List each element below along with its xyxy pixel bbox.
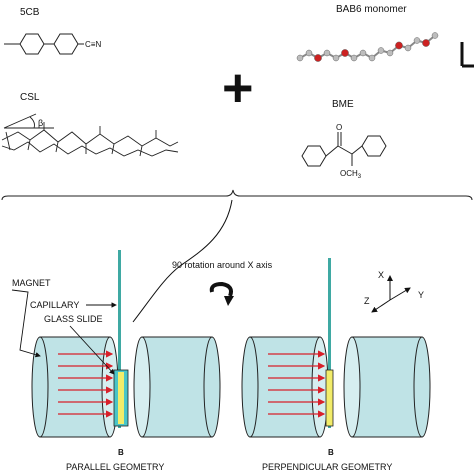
label-glass-slide: GLASS SLIDE bbox=[44, 314, 103, 324]
cyano-group: C≡N bbox=[85, 40, 101, 49]
perpendicular-setup: B PERPENDICULAR GEOMETRY bbox=[241, 258, 431, 472]
right-magnet-pole-b bbox=[343, 336, 431, 438]
bab6-carbon-atom bbox=[377, 47, 385, 54]
bottom-panel: 90 rotation around X axis bbox=[11, 199, 431, 472]
bab6-carbon-atom bbox=[386, 49, 394, 57]
axis-x-label: X bbox=[378, 270, 384, 280]
bab6-ball-stick-model bbox=[296, 32, 439, 62]
molecule-bme: BME O OCH3 bbox=[301, 99, 387, 180]
coordinate-axes-icon: X Y Z bbox=[364, 270, 424, 313]
connector-curve bbox=[132, 199, 233, 323]
bab6-carbon-atom bbox=[368, 54, 376, 62]
capillary-tube-right bbox=[328, 258, 331, 428]
axis-y-label: Y bbox=[418, 290, 424, 300]
molecule-csl: CSL β bbox=[1, 92, 179, 157]
rotation-text: 90 rotation around X axis bbox=[172, 260, 273, 270]
glass-slide-perpendicular bbox=[325, 369, 334, 427]
magnet-pointer bbox=[11, 289, 41, 358]
bab6-carbon-atom bbox=[305, 49, 313, 57]
5cb-structure bbox=[4, 33, 84, 55]
methoxy-group: OCH3 bbox=[340, 169, 362, 180]
angle-beta: β bbox=[38, 118, 43, 128]
bab6-carbon-atom bbox=[404, 44, 412, 52]
sample-film-parallel bbox=[118, 372, 124, 424]
field-arrows-right bbox=[268, 350, 326, 418]
bab6-carbon-atom bbox=[350, 54, 358, 62]
bab6-carbon-atom bbox=[323, 49, 331, 57]
rotation-arrow-icon bbox=[209, 281, 234, 306]
molecule-bab6: BAB6 monomer bbox=[296, 4, 474, 68]
bab6-carbon-atom bbox=[332, 54, 340, 62]
field-b-right: B bbox=[328, 448, 334, 457]
bab6-oxygen-atom bbox=[341, 49, 349, 57]
bab6-carbon-atom bbox=[431, 32, 439, 39]
left-magnet-pole-a bbox=[31, 336, 119, 438]
bab6-carbon-atom bbox=[413, 37, 421, 44]
right-magnet-pole-a bbox=[241, 336, 329, 438]
axis-z-label: Z bbox=[364, 296, 370, 306]
molecule-5cb: 5CB C≡N bbox=[4, 7, 101, 55]
top-panel: 5CB C≡N BAB6 monomer + CSL bbox=[1, 4, 474, 180]
parallel-setup: B PARALLEL GEOMETRY bbox=[31, 250, 221, 472]
carbonyl-oxygen: O bbox=[336, 123, 342, 132]
bme-structure bbox=[301, 132, 387, 167]
label-bab6: BAB6 monomer bbox=[336, 4, 407, 15]
label-magnet: MAGNET bbox=[12, 278, 51, 288]
field-arrows-left bbox=[58, 350, 114, 418]
caption-parallel: PARALLEL GEOMETRY bbox=[66, 462, 164, 472]
bracket-mark bbox=[460, 42, 474, 68]
glass-slide-pointer bbox=[69, 325, 115, 375]
label-5cb: 5CB bbox=[20, 7, 40, 18]
bab6-oxygen-atom bbox=[422, 39, 430, 47]
bab6-carbon-atom bbox=[359, 49, 367, 57]
csl-structure bbox=[1, 113, 179, 157]
curly-brace-divider bbox=[1, 189, 473, 201]
bab6-oxygen-atom bbox=[314, 54, 322, 62]
bab6-carbon-atom bbox=[296, 54, 304, 62]
bab6-oxygen-atom bbox=[395, 41, 403, 50]
plus-sign: + bbox=[222, 58, 254, 118]
field-b-left: B bbox=[118, 448, 124, 457]
label-bme: BME bbox=[332, 99, 354, 110]
label-csl: CSL bbox=[20, 92, 40, 103]
capillary-tube bbox=[118, 250, 121, 428]
caption-perpendicular: PERPENDICULAR GEOMETRY bbox=[262, 462, 392, 472]
left-magnet-pole-b bbox=[133, 336, 221, 438]
label-capillary: CAPILLARY bbox=[30, 300, 79, 310]
